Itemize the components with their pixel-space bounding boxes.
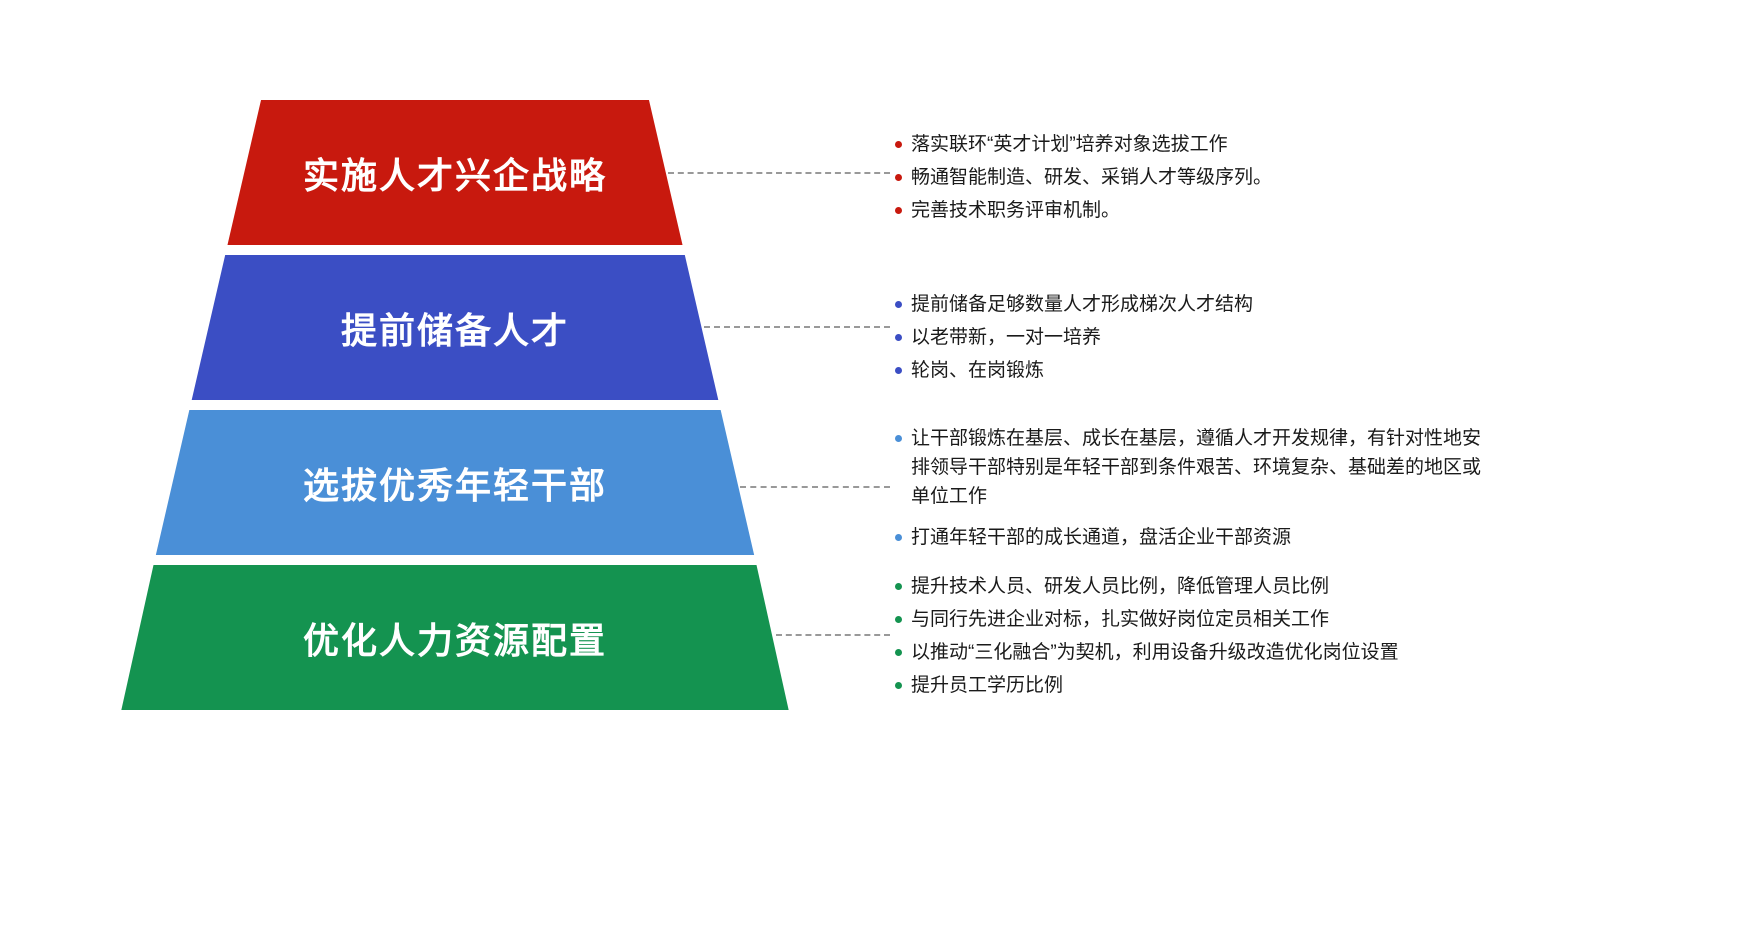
bullet-item: 提前储备足够数量人才形成梯次人才结构	[895, 290, 1495, 319]
bullet-text: 提升技术人员、研发人员比例，降低管理人员比例	[911, 576, 1330, 597]
bullet-text: 与同行先进企业对标，扎实做好岗位定员相关工作	[911, 609, 1330, 630]
bullet-dot-icon	[895, 207, 902, 214]
pyramid-tier-talent-strategy: 实施人才兴企战略	[227, 100, 683, 245]
bullet-dot-icon	[895, 334, 902, 341]
bullet-dot-icon	[895, 583, 902, 590]
bullet-item: 轮岗、在岗锻炼	[895, 356, 1495, 385]
pyramid-tier-young-cadres: 选拔优秀年轻干部	[155, 410, 755, 555]
bullet-text: 完善技术职务评审机制。	[911, 200, 1121, 221]
bullet-text: 让干部锻炼在基层、成长在基层，遵循人才开发规律，有针对性地安排领导干部特别是年轻…	[911, 428, 1482, 507]
connector-line-tier-1	[668, 172, 890, 174]
tier-label: 提前储备人才	[340, 309, 569, 351]
bullet-text: 轮岗、在岗锻炼	[911, 360, 1045, 381]
tier-label: 优化人力资源配置	[302, 619, 607, 661]
bullet-item: 畅通智能制造、研发、采销人才等级序列。	[895, 163, 1495, 192]
tier-label: 实施人才兴企战略	[302, 154, 607, 196]
bullet-dot-icon	[895, 367, 902, 374]
bullet-dot-icon	[895, 174, 902, 181]
bullet-dot-icon	[895, 649, 902, 656]
connector-line-tier-3	[740, 486, 890, 488]
connector-line-tier-2	[704, 326, 890, 328]
pyramid-tier-talent-reserve: 提前储备人才	[191, 255, 719, 400]
bullet-item: 完善技术职务评审机制。	[895, 196, 1495, 225]
bullet-item: 让干部锻炼在基层、成长在基层，遵循人才开发规律，有针对性地安排领导干部特别是年轻…	[895, 424, 1495, 511]
bullet-item: 落实联环“英才计划”培养对象选拔工作	[895, 130, 1495, 159]
bullet-dot-icon	[895, 616, 902, 623]
bullet-dot-icon	[895, 301, 902, 308]
bullet-item: 提升员工学历比例	[895, 671, 1495, 700]
bullet-text: 提前储备足够数量人才形成梯次人才结构	[911, 294, 1254, 315]
bullet-list-tier-3: 让干部锻炼在基层、成长在基层，遵循人才开发规律，有针对性地安排领导干部特别是年轻…	[895, 424, 1495, 564]
bullet-list-tier-4: 提升技术人员、研发人员比例，降低管理人员比例 与同行先进企业对标，扎实做好岗位定…	[895, 572, 1495, 704]
bullet-dot-icon	[895, 682, 902, 689]
bullet-dot-icon	[895, 534, 902, 541]
bullet-list-tier-2: 提前储备足够数量人才形成梯次人才结构 以老带新，一对一培养 轮岗、在岗锻炼	[895, 290, 1495, 389]
bullet-text: 以老带新，一对一培养	[911, 327, 1102, 348]
bullet-item: 提升技术人员、研发人员比例，降低管理人员比例	[895, 572, 1495, 601]
pyramid-tier-hr-optimization: 优化人力资源配置	[121, 565, 789, 710]
bullet-item: 以推动“三化融合”为契机，利用设备升级改造优化岗位设置	[895, 638, 1495, 667]
bullet-item: 打通年轻干部的成长通道，盘活企业干部资源	[895, 523, 1495, 552]
bullet-text: 提升员工学历比例	[911, 675, 1064, 696]
bullet-text: 畅通智能制造、研发、采销人才等级序列。	[911, 167, 1273, 188]
bullet-text: 落实联环“英才计划”培养对象选拔工作	[911, 134, 1228, 155]
bullet-text: 打通年轻干部的成长通道，盘活企业干部资源	[911, 527, 1292, 548]
connector-line-tier-4	[776, 634, 890, 636]
bullet-item: 以老带新，一对一培养	[895, 323, 1495, 352]
bullet-dot-icon	[895, 141, 902, 148]
bullet-list-tier-1: 落实联环“英才计划”培养对象选拔工作 畅通智能制造、研发、采销人才等级序列。 完…	[895, 130, 1495, 229]
tier-label: 选拔优秀年轻干部	[302, 464, 607, 506]
bullet-dot-icon	[895, 435, 902, 442]
pyramid: 实施人才兴企战略 提前储备人才 选拔优秀年轻干部 优化人力资源配置	[120, 100, 790, 710]
bullet-item: 与同行先进企业对标，扎实做好岗位定员相关工作	[895, 605, 1495, 634]
bullet-text: 以推动“三化融合”为契机，利用设备升级改造优化岗位设置	[911, 642, 1399, 663]
